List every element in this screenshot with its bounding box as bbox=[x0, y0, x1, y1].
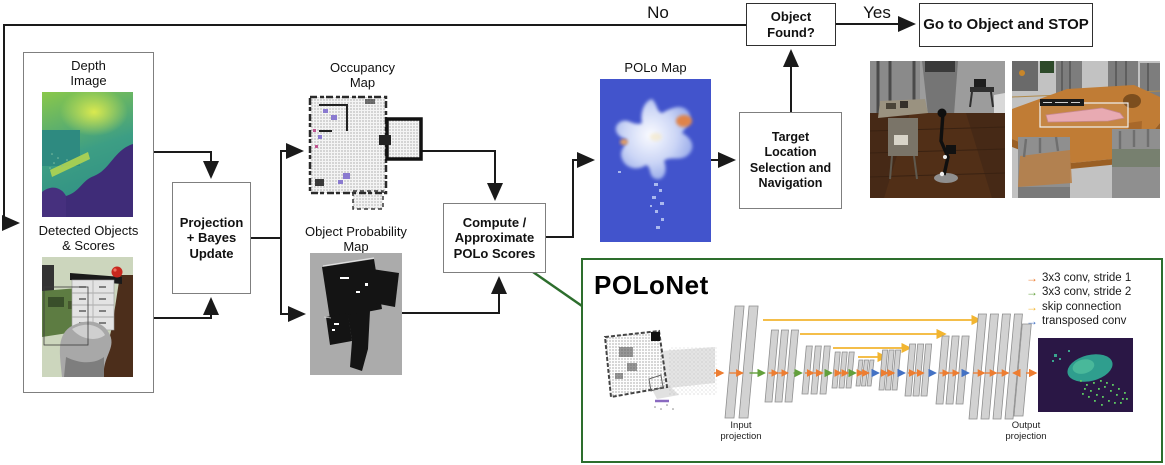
legend-row-transposed: → transposed conv bbox=[1026, 314, 1131, 328]
polonet-callout-line bbox=[532, 270, 583, 308]
yes-branch-label: Yes bbox=[863, 3, 891, 22]
legend-row-skip: → skip connection bbox=[1026, 300, 1131, 314]
occupancy-map-image bbox=[305, 93, 425, 211]
occupancy-map-label: Occupancy Map bbox=[329, 60, 396, 90]
legend-row-conv2: → 3x3 conv, stride 2 bbox=[1026, 285, 1131, 299]
transposed-conv-arrow: → bbox=[1026, 314, 1038, 329]
object-found-box: Object Found? bbox=[746, 3, 836, 46]
conv-stride-1-arrow: → bbox=[1026, 271, 1038, 286]
polonet-legend: → 3x3 conv, stride 1 → 3x3 conv, stride … bbox=[1026, 271, 1131, 328]
polonet-input-image bbox=[597, 325, 722, 420]
robot-view-photo bbox=[870, 61, 1005, 198]
depth-image bbox=[42, 92, 133, 217]
goto-object-stop-box: Go to Object and STOP bbox=[919, 3, 1093, 47]
polonet-title: POLoNet bbox=[594, 270, 709, 300]
output-projection-label: Output projection bbox=[1005, 420, 1047, 442]
detected-objects-label: Detected Objects & Scores bbox=[38, 223, 139, 253]
legend-label: 3x3 conv, stride 1 bbox=[1042, 272, 1132, 285]
object-probability-map-image bbox=[310, 253, 402, 375]
legend-label: skip connection bbox=[1042, 300, 1122, 313]
polonet-architecture bbox=[714, 305, 1038, 420]
projection-bayes-box: Projection + Bayes Update bbox=[172, 182, 251, 294]
detected-objects-image bbox=[42, 257, 133, 377]
compute-polo-scores-box: Compute / Approximate POLo Scores bbox=[443, 203, 546, 273]
conv-stride-2-arrow: → bbox=[1026, 285, 1038, 300]
no-branch-label: No bbox=[647, 3, 669, 22]
target-location-box: Target Location Selection and Navigation bbox=[739, 112, 842, 209]
legend-label: 3x3 conv, stride 2 bbox=[1042, 286, 1132, 299]
legend-row-conv1: → 3x3 conv, stride 1 bbox=[1026, 271, 1131, 285]
polo-map-label: POLo Map bbox=[624, 60, 687, 75]
input-projection-label: Input projection bbox=[720, 420, 762, 442]
depth-image-label: Depth Image bbox=[70, 58, 107, 88]
polonet-output-image bbox=[1038, 338, 1133, 412]
polo-map-image bbox=[600, 79, 711, 242]
skip-connection-arrow: → bbox=[1026, 299, 1038, 314]
legend-label: transposed conv bbox=[1042, 315, 1127, 328]
detection-view-photo bbox=[1012, 61, 1160, 198]
object-probability-label: Object Probability Map bbox=[305, 224, 407, 254]
